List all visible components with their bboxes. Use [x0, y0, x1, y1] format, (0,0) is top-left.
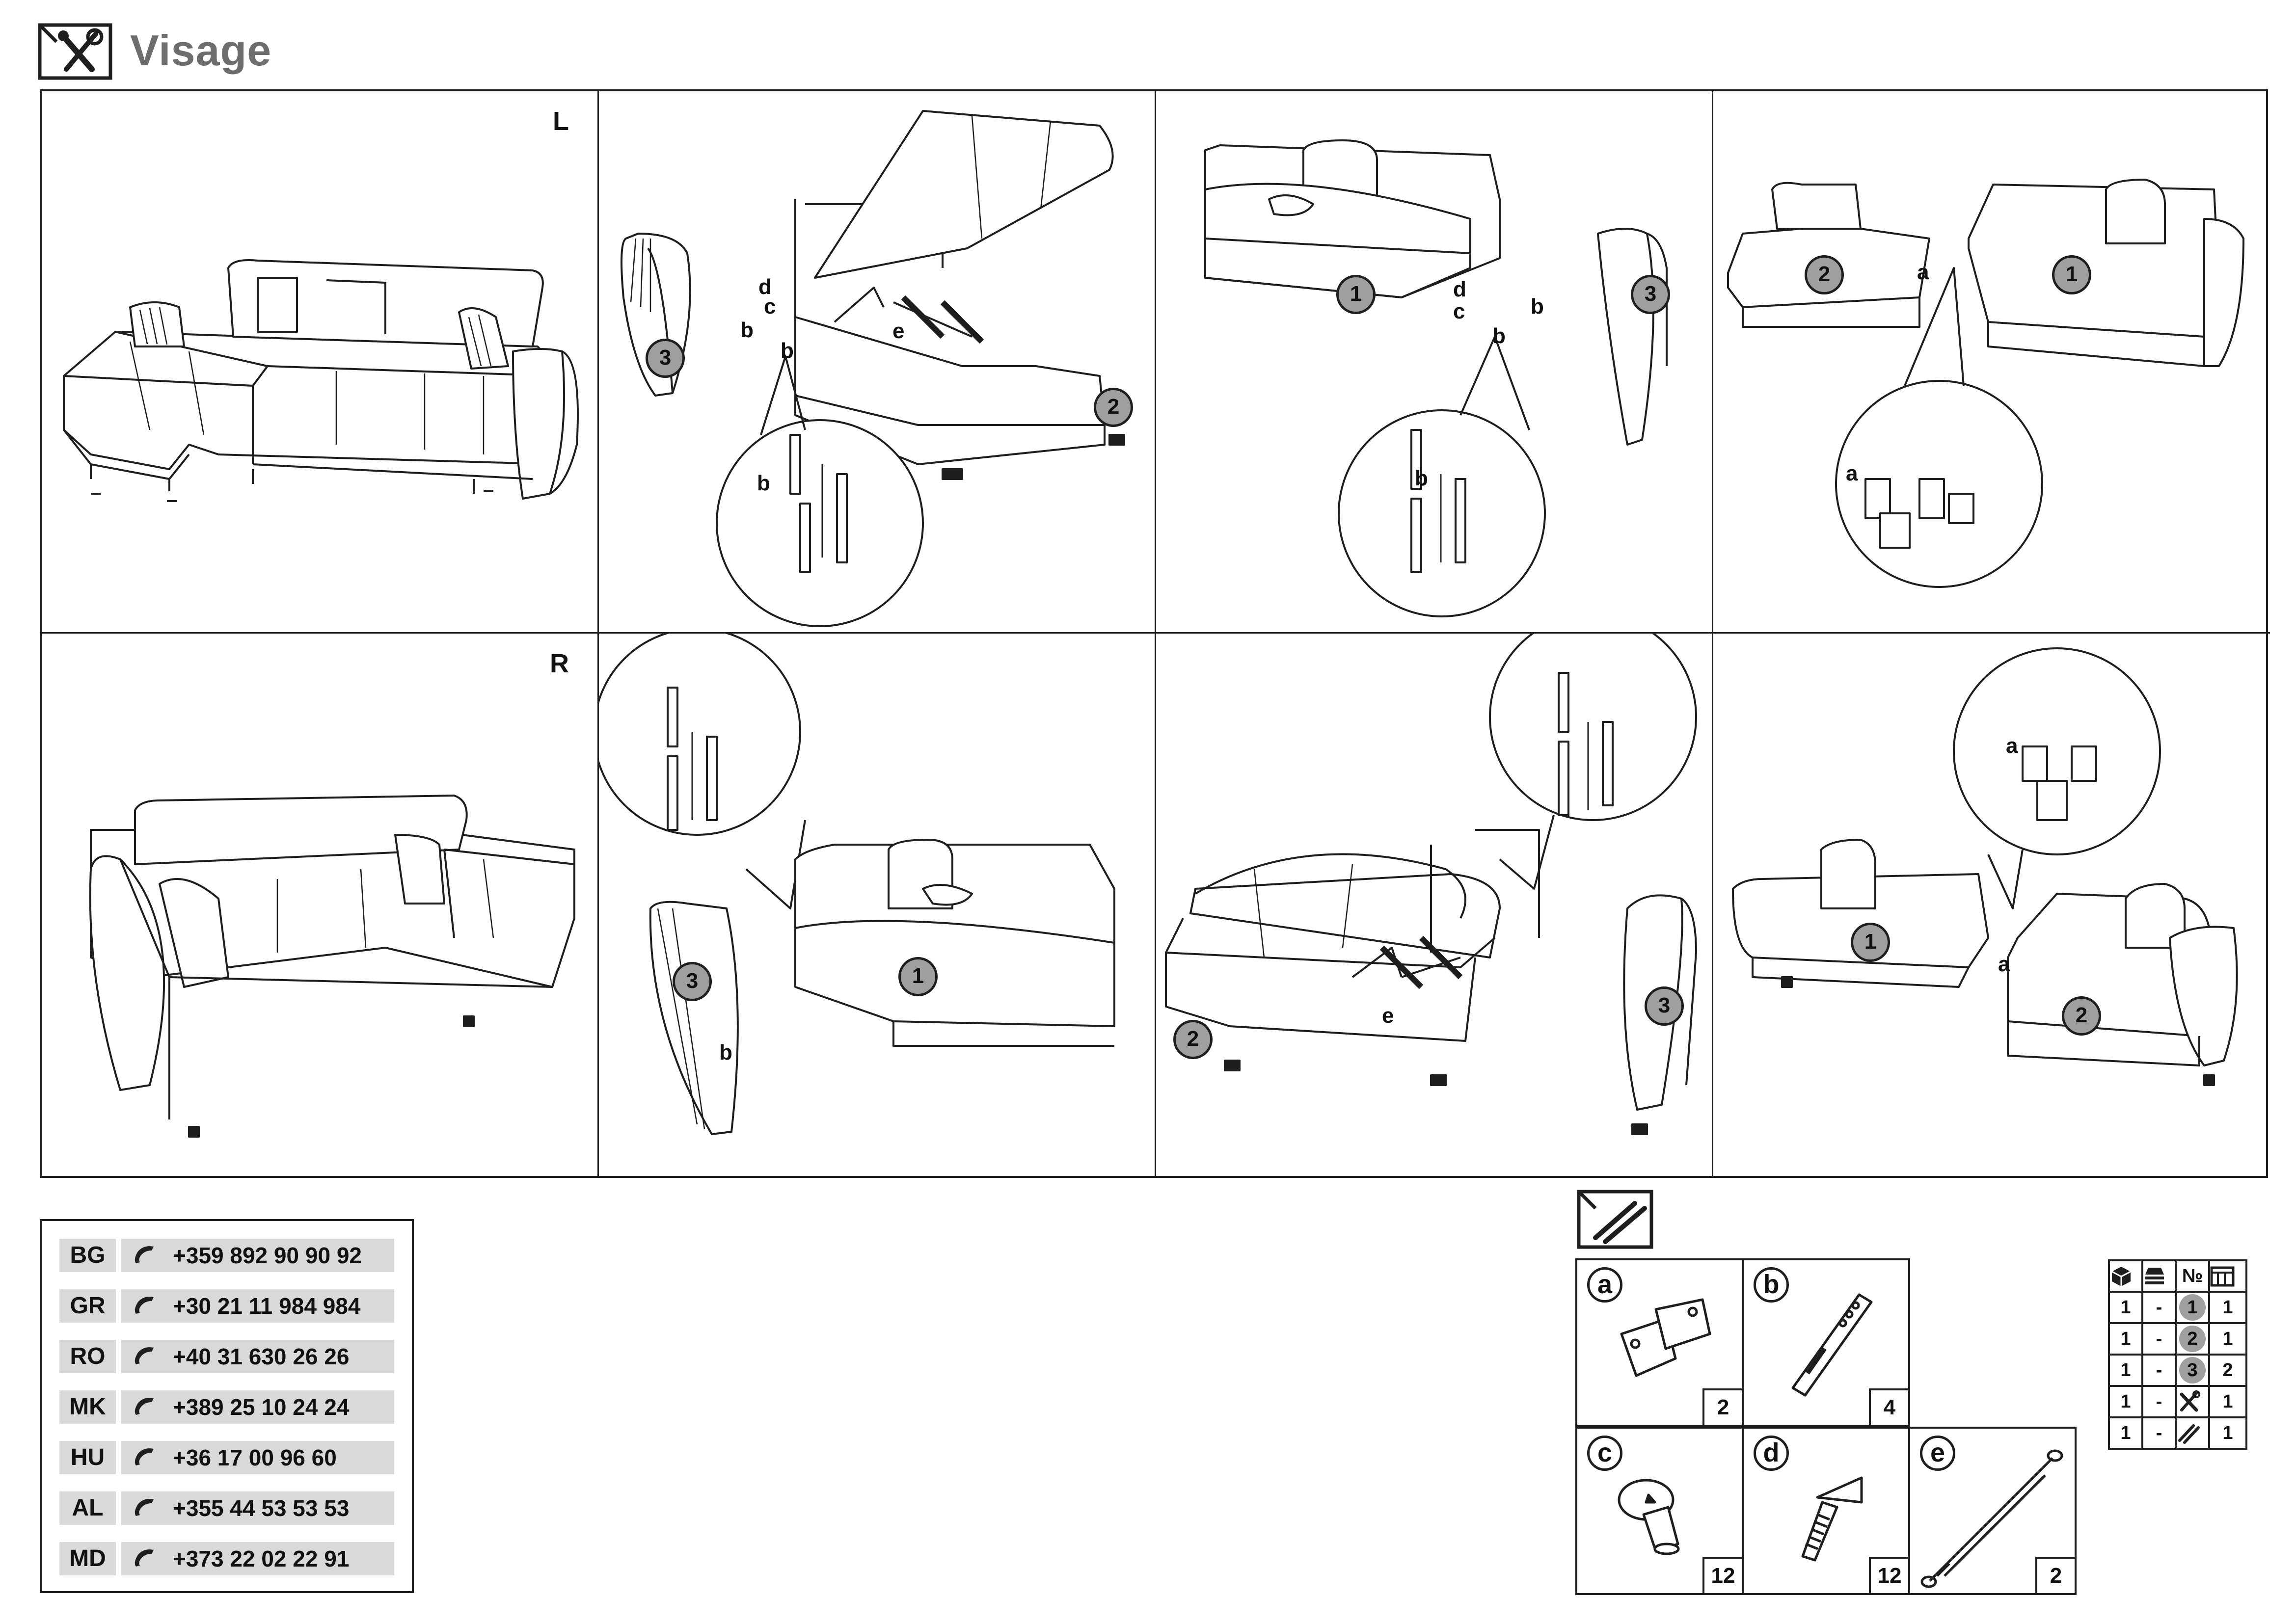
corner-sofa-left-illustration [63, 259, 579, 502]
part-badge-3: 3 [2179, 1357, 2206, 1384]
phone-number: +373 22 02 22 91 [173, 1546, 350, 1571]
assembly-panel-grid: L [40, 89, 2270, 1178]
part-letter: a [1587, 1267, 1622, 1303]
part-letter: e [1920, 1436, 1955, 1471]
tools-icon [2175, 1385, 2210, 1418]
part-badge-2: 2 [2179, 1326, 2206, 1352]
phone-number: +355 44 53 53 53 [173, 1495, 350, 1521]
part-card-e: e 2 [1908, 1427, 2077, 1595]
phone-icon [135, 1448, 154, 1465]
hinge-bracket-icon [1620, 1298, 1711, 1377]
sofa-join-illustration [1727, 179, 2244, 588]
package-table: № 1 - 1 1 1 - 2 1 1 - 3 2 1 - 1 1 - 1 [2108, 1259, 2247, 1450]
part-letter: b [1754, 1267, 1789, 1303]
phone-number-link[interactable]: +359 892 90 90 92 [121, 1239, 394, 1272]
box-icon [2108, 1259, 2143, 1293]
phone-icon [135, 1297, 154, 1314]
panel-step-right-join [1713, 634, 2270, 1176]
part-badge-1: 1 [2179, 1294, 2206, 1321]
table-row: 1 - 1 [2108, 1385, 2247, 1418]
phone-number: +40 31 630 26 26 [173, 1344, 350, 1369]
panel-step-left-main [1156, 91, 1713, 634]
panel-step-right-chaise [1156, 634, 1713, 1176]
sofa-module-illustration [1204, 139, 1668, 617]
phone-number: +36 17 00 96 60 [173, 1445, 337, 1470]
calendar-icon [2208, 1259, 2247, 1293]
table-header-row: № [2108, 1259, 2247, 1293]
phone-icon [135, 1246, 154, 1263]
panel-left-overview: L [42, 91, 599, 634]
sofa-join-illustration-right [1732, 647, 2238, 1086]
part-quantity: 2 [2035, 1557, 2077, 1595]
part-quantity: 12 [1702, 1557, 1744, 1595]
phone-icon [135, 1347, 154, 1364]
country-code: MD [59, 1542, 116, 1575]
page-title: Visage [130, 26, 272, 75]
phone-number-link[interactable]: +36 17 00 96 60 [121, 1441, 394, 1474]
contact-list: BG +359 892 90 90 92 GR +30 21 11 984 98… [40, 1219, 414, 1593]
panel-step-left-join [1713, 91, 2270, 634]
panel-step-right-main [599, 634, 1156, 1176]
screw-icon [1801, 1476, 1863, 1562]
part-card-a: a 2 [1575, 1258, 1744, 1427]
table-row: 1 - 3 2 [2108, 1354, 2247, 1387]
part-card-d: d 12 [1742, 1427, 1910, 1595]
part-quantity: 12 [1869, 1557, 1910, 1595]
phone-icon [135, 1499, 154, 1516]
number-icon: № [2175, 1259, 2210, 1293]
tools-icon [37, 22, 113, 81]
country-code: MK [59, 1390, 116, 1424]
country-code: GR [59, 1289, 116, 1323]
phone-icon [135, 1549, 154, 1567]
connector-plate-icon [1791, 1293, 1873, 1397]
table-row: 1 - 1 1 [2108, 1291, 2247, 1324]
bolt-icon [1618, 1479, 1680, 1555]
phone-number-link[interactable]: +373 22 02 22 91 [121, 1542, 394, 1575]
part-card-b: b 4 [1742, 1258, 1910, 1427]
side-label-left: L [553, 106, 569, 136]
phone-number-link[interactable]: +30 21 11 984 984 [121, 1289, 394, 1323]
sofa-module-illustration-right [599, 634, 1115, 1135]
table-row: 1 - 2 1 [2108, 1322, 2247, 1356]
part-letter: d [1754, 1436, 1789, 1471]
screws-icon [2175, 1416, 2210, 1450]
screws-icon [1576, 1189, 1654, 1250]
part-card-c: c 12 [1575, 1427, 1744, 1595]
chaise-lift-illustration [621, 110, 1125, 627]
phone-number-link[interactable]: +389 25 10 24 24 [121, 1390, 394, 1424]
country-code: AL [59, 1491, 116, 1525]
panel-step-left-chaise [599, 91, 1156, 634]
stack-icon [2141, 1259, 2177, 1293]
part-letter: c [1587, 1436, 1622, 1471]
chaise-lift-illustration-right [1165, 634, 1697, 1135]
phone-number: +30 21 11 984 984 [173, 1293, 361, 1319]
spring-icon [1920, 1449, 2063, 1588]
country-code: HU [59, 1441, 116, 1474]
part-quantity: 4 [1869, 1388, 1910, 1427]
phone-icon [135, 1398, 154, 1415]
country-code: BG [59, 1239, 116, 1272]
panel-right-overview: R [42, 634, 599, 1176]
corner-sofa-right-illustration [89, 795, 575, 1138]
table-row: 1 - 1 [2108, 1416, 2247, 1450]
country-code: RO [59, 1340, 116, 1373]
side-label-right: R [550, 649, 569, 678]
phone-number: +389 25 10 24 24 [173, 1394, 350, 1420]
phone-number: +359 892 90 90 92 [173, 1243, 362, 1268]
phone-number-link[interactable]: +355 44 53 53 53 [121, 1491, 394, 1525]
phone-number-link[interactable]: +40 31 630 26 26 [121, 1340, 394, 1373]
part-quantity: 2 [1702, 1388, 1744, 1427]
